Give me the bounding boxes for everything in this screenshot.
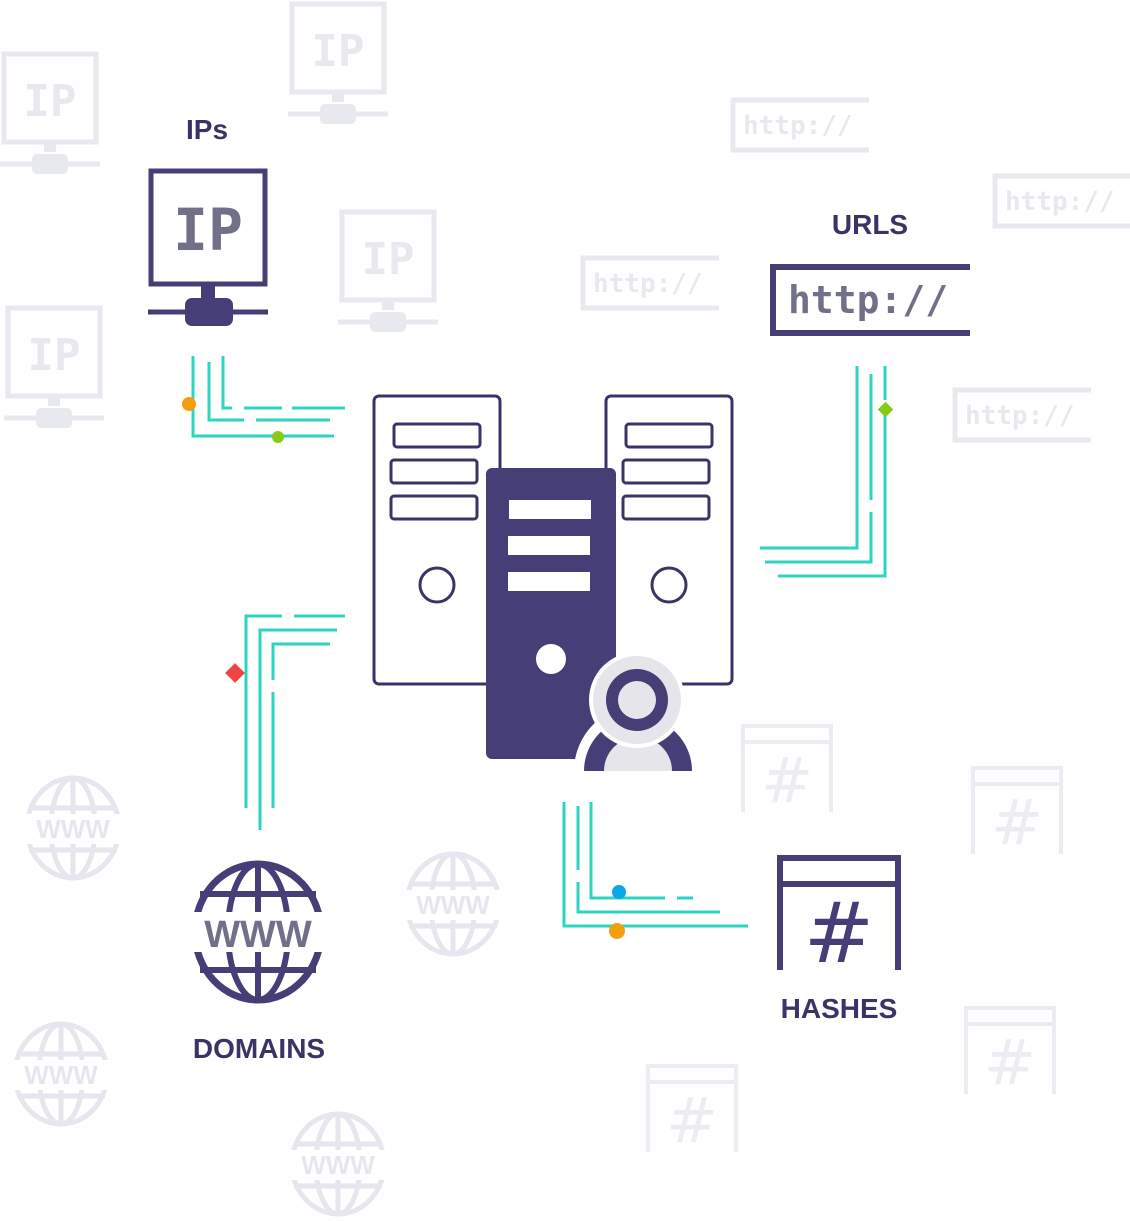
hashes-node: # HASHES <box>777 855 901 1024</box>
connector-urls <box>760 366 887 578</box>
ghost-globe-icon <box>23 778 123 878</box>
svg-text:http://: http:// <box>788 278 948 322</box>
ghost-url-icon <box>955 390 1091 440</box>
ghost-ip-icon <box>338 212 438 332</box>
urls-node: URLS http:// <box>770 209 970 336</box>
ghost-url-icon <box>583 258 719 308</box>
ghost-hash-icon <box>964 1006 1056 1101</box>
hash-window-icon: # <box>777 855 901 982</box>
connector-domains <box>244 614 345 830</box>
ghost-hash-icon <box>646 1064 738 1159</box>
ghost-url-icon <box>733 100 869 150</box>
connector-hashes <box>562 802 748 928</box>
svg-text:#: # <box>804 884 874 982</box>
connector-node-blue <box>612 885 626 899</box>
ghost-globe-icon <box>288 1114 388 1214</box>
ghost-globe-icon <box>11 1024 111 1124</box>
www-globe-icon: WWW <box>190 860 326 1004</box>
ghost-url-icon <box>995 176 1130 226</box>
connector-node-orange <box>609 923 625 939</box>
domains-label: DOMAINS <box>193 1033 325 1064</box>
ips-label: IPs <box>186 114 228 145</box>
ip-monitor-icon: IP <box>148 168 268 326</box>
user-avatar-icon <box>574 652 706 771</box>
connector-node-red <box>225 663 245 683</box>
url-link-icon: http:// <box>770 264 970 336</box>
connector-node-green <box>877 401 894 418</box>
ips-node: IPs IP <box>148 114 268 326</box>
ghost-globe-icon <box>403 854 503 954</box>
svg-text:WWW: WWW <box>204 914 312 956</box>
hashes-label: HASHES <box>781 993 898 1024</box>
urls-label: URLS <box>832 209 908 240</box>
ghost-ip-icon <box>0 54 100 174</box>
ghost-ip-icon <box>4 308 104 428</box>
server-cluster-icon <box>372 394 734 771</box>
connector-node-green <box>272 431 284 443</box>
svg-text:IP: IP <box>173 196 243 264</box>
domains-node: WWW DOMAINS <box>190 860 326 1064</box>
ghost-hash-icon <box>971 766 1063 861</box>
connector-ips <box>191 356 345 438</box>
connector-node-orange <box>182 397 196 411</box>
ghost-ip-icon <box>288 4 388 124</box>
ghost-hash-icon <box>741 724 833 819</box>
